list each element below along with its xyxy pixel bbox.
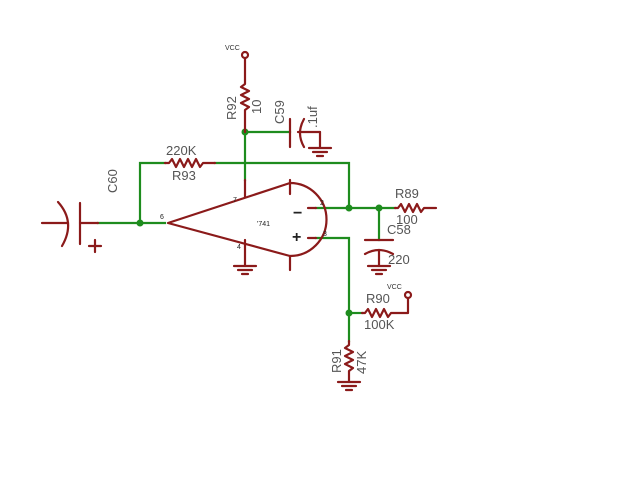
r91-name: R91 [329, 349, 344, 373]
junction-output [345, 204, 353, 212]
c60-name: C60 [105, 169, 120, 193]
pin-3-label: 3 [323, 231, 327, 238]
c59-value: .1uf [305, 106, 320, 128]
vcc-top-symbol [240, 50, 250, 82]
r93-name: R93 [172, 168, 196, 183]
wire-feedback-left [138, 161, 167, 225]
r89-value: 100 [396, 212, 418, 227]
ground-icon-c58 [366, 264, 392, 276]
opamp-plus-sign: + [292, 229, 301, 246]
resistor-r93 [163, 157, 217, 169]
r93-value: 220K [166, 143, 197, 158]
capacitor-c58 [363, 238, 395, 268]
vcc-top-label: VCC [225, 45, 240, 52]
pin-6-label: 6 [160, 214, 164, 221]
r90-name: R90 [366, 291, 390, 306]
ground-icon-r91 [336, 380, 362, 392]
junction-input [136, 219, 144, 227]
resistor-r90 [360, 296, 410, 319]
capacitor-c59 [288, 117, 322, 150]
junction-divider [345, 309, 353, 317]
wire-pin3 [314, 236, 351, 343]
pin-7-label: 7 [233, 197, 237, 204]
resistor-r92 [239, 78, 251, 134]
r92-name: R92 [224, 96, 239, 120]
c59-name: C59 [272, 100, 287, 124]
wire-feedback-right [213, 161, 351, 210]
r90-value: 100K [364, 317, 395, 332]
r91-value: 47K [354, 351, 369, 374]
c58-name: C58 [387, 222, 411, 237]
vcc-right-label: VCC [387, 284, 402, 291]
resistor-r89 [393, 202, 438, 214]
pin-4-label: 4 [237, 244, 241, 251]
opamp-part-label: '741 [257, 221, 270, 228]
resistor-r91 [343, 339, 355, 384]
opamp-741 [166, 178, 328, 272]
r92-value: 10 [249, 100, 264, 114]
opamp-minus-sign: − [293, 205, 302, 222]
vcc-right-symbol [403, 290, 413, 300]
r89-name: R89 [395, 186, 419, 201]
capacitor-c60 [40, 200, 103, 254]
ground-icon-c59 [307, 146, 333, 158]
ground-icon-pin4 [232, 264, 258, 276]
pin-2-label: 2 [320, 200, 324, 207]
junction-c58 [375, 204, 383, 212]
wires [96, 130, 397, 343]
c58-value: 220 [388, 252, 410, 267]
